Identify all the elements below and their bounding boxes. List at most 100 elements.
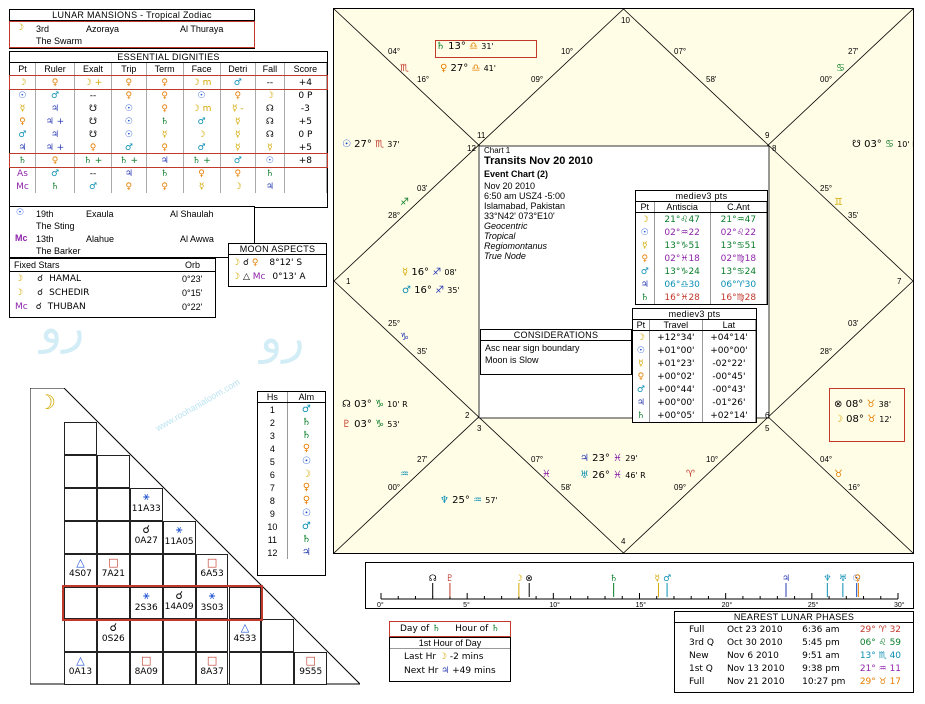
- antiscia-cell: 13°♋24: [710, 265, 768, 278]
- travel-cell: -02°22': [702, 357, 757, 370]
- aspect-grid[interactable]: ☽☉☿♀♂♃♄AsMc⚹11A33☌0A27⚹11A05△4S07□7A21□6…: [30, 388, 360, 686]
- fixed-star-orb: 0°15': [182, 288, 203, 298]
- travel-row: ♂+00°44'-00°43': [633, 383, 757, 396]
- dignities-header: Face: [183, 63, 221, 76]
- moon-icon: ☽: [16, 23, 25, 33]
- house-chart[interactable]: 10 11 9 12 8 1 7 2 6 3 5 4 04° 16° 10° 0…: [333, 8, 914, 554]
- aspect-cell[interactable]: △4S07: [64, 556, 97, 579]
- mansion-name: Alahue: [86, 234, 115, 244]
- house-num: 1: [258, 402, 288, 416]
- antiscia-cell: 21°♒47: [710, 212, 768, 226]
- ruler-planet-icon: ☿: [654, 574, 660, 584]
- house-num: 7: [258, 481, 288, 494]
- planet-jupiter[interactable]: ♃ 23° ♓ 29': [580, 453, 638, 464]
- mansion-arabic: Al Thuraya: [180, 24, 224, 34]
- dignity-cell: ♃: [146, 154, 184, 167]
- dignity-cell: ♃: [111, 167, 147, 180]
- planet-pluto[interactable]: ♇ 03° ♑ 53': [342, 419, 400, 430]
- planet-uranus[interactable]: ♅ 26° ♓ 46' R: [580, 470, 646, 481]
- planet-saturn[interactable]: ♄ 13° ♎ 31': [435, 40, 537, 58]
- dignity-cell: +8: [284, 154, 328, 167]
- almuten-icon: ♄: [301, 430, 311, 441]
- dignity-cell: ♀: [183, 167, 221, 180]
- almuten-icon: ☉: [301, 508, 311, 519]
- dignity-cell: 0 P: [284, 89, 328, 102]
- aspect-orb: 8A09: [134, 667, 158, 678]
- cusp-degree: 58': [706, 75, 717, 84]
- planet-mars[interactable]: ♂ 16° ♐ 35': [402, 285, 460, 296]
- aspect-orb: 11A05: [164, 536, 194, 547]
- dignity-cell: ♀: [220, 167, 257, 180]
- dignity-cell: --: [255, 75, 285, 89]
- aspect-cell[interactable]: △0A13: [64, 654, 97, 677]
- aspect-cell[interactable]: ⚹2S36: [130, 589, 163, 613]
- aspect-cell[interactable]: ☌0A27: [130, 523, 163, 546]
- aspect-icon: □: [305, 654, 316, 668]
- aspect-cell[interactable]: □6A53: [196, 556, 229, 579]
- dignity-cell: ♂: [183, 141, 221, 154]
- planet-venus[interactable]: ♀ 27° ♎ 41': [440, 63, 496, 74]
- cusp-degree: 25°: [388, 319, 401, 328]
- aspect-orb: 9S55: [299, 667, 323, 678]
- gemini-icon: ♊: [834, 197, 843, 208]
- lunar-phase-cell: 9:51 am: [802, 650, 840, 661]
- house-number-12: 12: [467, 144, 476, 153]
- aspect-cell[interactable]: □8A09: [130, 654, 163, 677]
- grid-cell: [64, 586, 97, 620]
- dignity-cell: ☽: [183, 128, 221, 141]
- aspect-cell[interactable]: ☌0S26: [97, 621, 130, 644]
- scorpio-icon: ♏: [400, 63, 409, 74]
- day-of-row: Day of ♄ Hour of ♄: [400, 624, 500, 634]
- planet-mercury[interactable]: ☿ 16° ♐ 08': [402, 267, 457, 278]
- taurus-icon: ♉: [834, 469, 843, 480]
- aspect-icon: □: [206, 654, 218, 668]
- aspect-icon: ☌: [175, 588, 183, 602]
- planet-neptune[interactable]: ♆ 25° ♒ 57': [440, 495, 498, 506]
- dignity-row: ♃♃ +♀♂♀♂☿☿+5: [10, 141, 328, 154]
- ruler-tick-label: 10°: [549, 601, 560, 608]
- planet-sun[interactable]: ☉ 27° ♏ 37': [342, 139, 400, 150]
- dignity-cell: ☿: [220, 115, 257, 128]
- planet-south-node[interactable]: ☋ 03° ♋ 10' R: [852, 139, 913, 150]
- dignity-cell: ♄ +: [183, 154, 221, 167]
- grid-cell: [162, 586, 196, 620]
- aspect-icon: ⚹: [142, 588, 150, 602]
- leo-icon: ♋: [836, 63, 845, 74]
- cusp-degree: 35': [417, 347, 428, 356]
- grid-cell: [129, 487, 163, 521]
- aspect-cell[interactable]: ⚹11A05: [163, 523, 196, 547]
- grid-cell: [96, 520, 130, 554]
- aspect-cell[interactable]: □7A21: [97, 556, 130, 579]
- sun-icon: ☉: [16, 208, 25, 218]
- aspect-cell[interactable]: □9S55: [294, 654, 327, 677]
- almuten-icon: ♀: [302, 482, 311, 493]
- aspect-cell[interactable]: ☌14A09: [163, 589, 196, 612]
- dignity-cell: ♃: [35, 102, 76, 115]
- aspect-orb: 4S33: [233, 634, 257, 645]
- degree-ruler[interactable]: 0°5°10°15°20°25°30°☊♇☽⊗♄☿♂♃♆♅☉♀: [365, 562, 914, 609]
- aspect-cell[interactable]: ⚹11A33: [130, 490, 163, 514]
- aspect-orb: 8A37: [200, 667, 224, 678]
- planet-fortune-moon[interactable]: ⊗ 08° ♉ 38' ☽ 08° ♉ 12': [829, 388, 905, 442]
- house-number-7: 7: [897, 277, 902, 286]
- aspect-cell[interactable]: ⚹3S03: [196, 589, 229, 613]
- aspect-cell[interactable]: □8A37: [196, 654, 229, 677]
- house-number-6: 6: [765, 411, 770, 420]
- chart-info-lines: Nov 20 2010 6:50 am USZ4 -5:00 Islamabad…: [484, 181, 566, 261]
- planet-north-node[interactable]: ☊ 03° ♑ 10' R: [342, 399, 408, 410]
- almuten-row: 8♀: [258, 494, 325, 507]
- dignity-cell: ♂: [220, 154, 257, 167]
- cusp-degree: 00°: [820, 75, 833, 84]
- almuten-row: 6☽: [258, 468, 325, 481]
- house-num: 4: [258, 442, 288, 455]
- travel-row: ☽+12°34'+04°14': [633, 330, 757, 344]
- aspect-cell[interactable]: △4S33: [229, 621, 262, 644]
- dignity-cell: ☉: [10, 89, 36, 102]
- cusp-degree: 16°: [848, 483, 861, 492]
- antiscia-cell: 06°♈30: [710, 278, 768, 291]
- dignities-header: Fall: [255, 63, 285, 76]
- cusp-degree: 27': [417, 455, 428, 464]
- house-num: 6: [258, 468, 288, 481]
